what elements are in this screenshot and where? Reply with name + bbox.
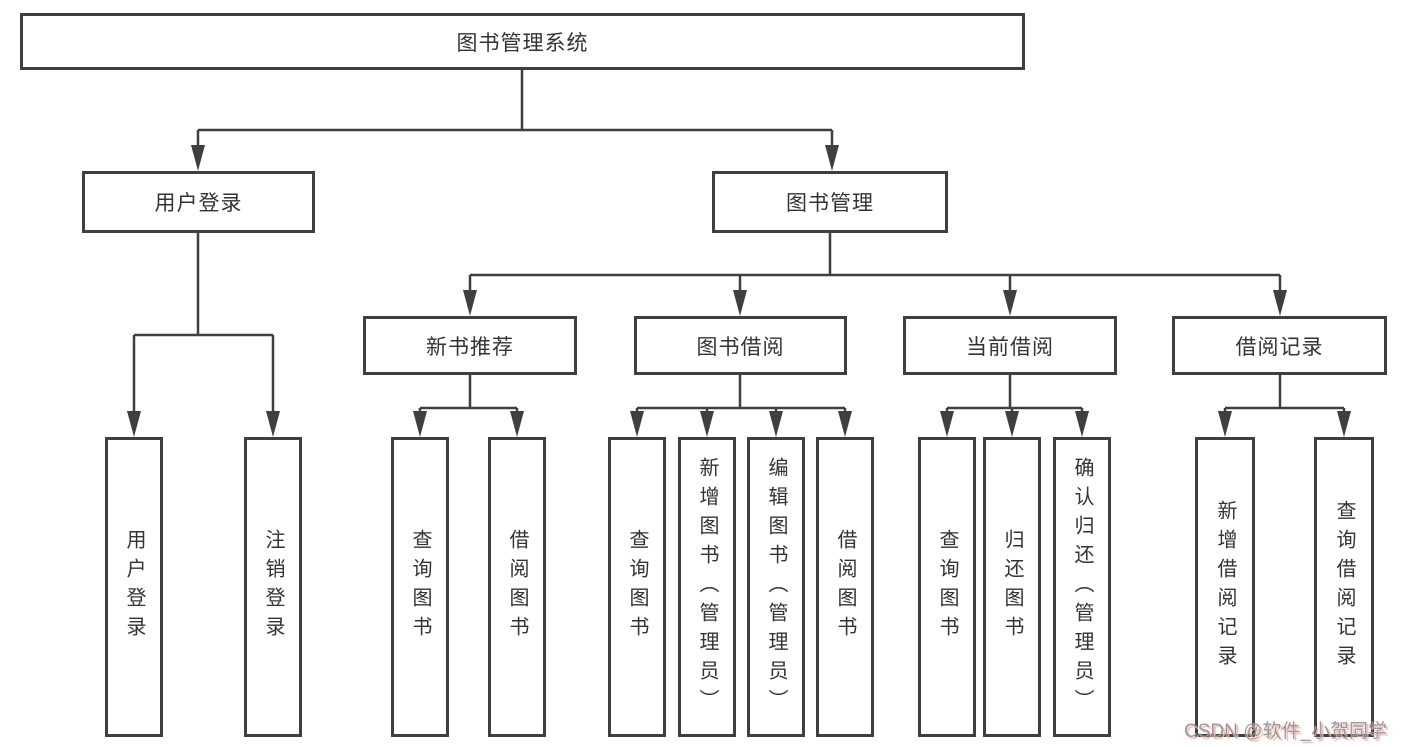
node-user-login: 用户登录: [82, 171, 315, 233]
leaf-query-borrow-record: 查询借阅记录: [1314, 437, 1374, 737]
node-label: 查询图书: [409, 529, 431, 645]
arrowheads-leaves: [127, 411, 1351, 437]
node-label: 查询图书: [626, 529, 648, 645]
node-current-borrowing: 当前借阅: [903, 316, 1117, 375]
leaf-edit-books-admin: 编辑图书（管理员）: [747, 437, 805, 737]
csdn-watermark: CSDN @软件_小贺同学: [1184, 721, 1387, 742]
node-library-management-system: 图书管理系统: [20, 13, 1025, 70]
leaf-add-borrow-record: 新增借阅记录: [1195, 437, 1255, 737]
leaf-query-books-2: 查询图书: [608, 437, 666, 737]
node-label: 借阅图书: [834, 529, 856, 645]
node-label: 新增图书（管理员）: [696, 456, 718, 718]
leaf-query-books: 查询图书: [391, 437, 449, 737]
node-book-borrowing: 图书借阅: [634, 316, 847, 375]
node-label: 查询借阅记录: [1333, 500, 1355, 674]
leaf-query-books-3: 查询图书: [918, 437, 976, 737]
node-label: 新书推荐: [426, 335, 514, 359]
node-label: 注销登录: [262, 529, 284, 645]
leaf-return-books: 归还图书: [983, 437, 1041, 737]
node-label: 当前借阅: [966, 335, 1054, 359]
leaf-borrow-books-2: 借阅图书: [816, 437, 874, 737]
node-label: 图书管理: [786, 192, 874, 215]
leaf-borrow-books: 借阅图书: [488, 437, 546, 737]
leaf-logout: 注销登录: [244, 437, 302, 737]
node-label: 确认归还（管理员）: [1071, 456, 1093, 718]
node-new-book-recommend: 新书推荐: [363, 316, 577, 375]
node-label: 图书管理系统: [456, 31, 589, 55]
node-book-management: 图书管理: [712, 171, 948, 233]
arrowheads-level3: [463, 290, 1287, 316]
node-label: 新增借阅记录: [1214, 500, 1236, 674]
leaf-add-books-admin: 新增图书（管理员）: [678, 437, 736, 737]
node-label: 图书借阅: [696, 335, 785, 359]
node-label: 编辑图书（管理员）: [765, 456, 787, 718]
leaf-user-login: 用户登录: [105, 437, 163, 737]
node-label: 借阅图书: [506, 529, 528, 645]
node-label: 归还图书: [1001, 529, 1023, 645]
node-label: 查询图书: [936, 529, 958, 645]
node-label: 借阅记录: [1235, 335, 1324, 359]
arrowheads-level2: [191, 145, 839, 171]
node-label: 用户登录: [123, 529, 145, 645]
leaf-confirm-return-admin: 确认归还（管理员）: [1053, 437, 1111, 737]
node-borrowing-records: 借阅记录: [1172, 316, 1387, 375]
node-label: 用户登录: [154, 192, 243, 215]
